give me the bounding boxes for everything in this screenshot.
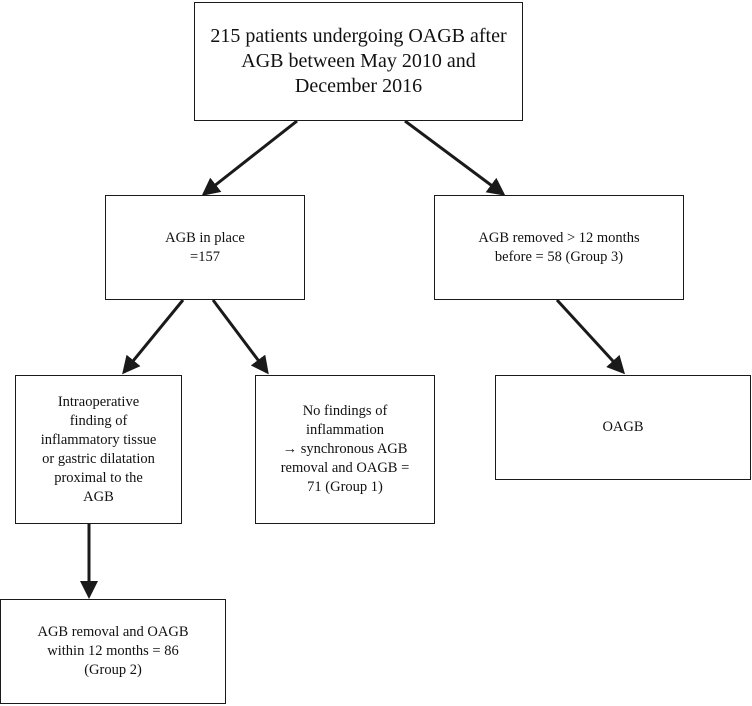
agb-in-place-text: AGB in place =157 <box>165 229 245 265</box>
oagb-box: OAGB <box>495 375 751 480</box>
agb-removed-box: AGB removed > 12 months before = 58 (Gro… <box>434 195 684 300</box>
no-inflammation-text: No findings of inflammation → synchronou… <box>280 403 410 495</box>
arrow-agb-in-place-to-no-inflammation <box>211 299 269 375</box>
arrow-root-to-agb-in-place <box>201 119 298 196</box>
oagb-text: OAGB <box>602 419 644 435</box>
root-box-text: 215 patients undergoing OAGB after AGB b… <box>210 25 507 97</box>
root-box: 215 patients undergoing OAGB after AGB b… <box>194 2 523 121</box>
arrow-root-to-agb-removed <box>404 119 506 196</box>
inflammatory-finding-box: Intraoperative finding of inflammatory t… <box>15 375 182 524</box>
group2-text: AGB removal and OAGB within 12 months = … <box>37 624 189 678</box>
arrow-agb-removed-to-oagb <box>555 298 626 375</box>
inflammatory-finding-text: Intraoperative finding of inflammatory t… <box>40 393 157 505</box>
group2-box: AGB removal and OAGB within 12 months = … <box>0 599 226 704</box>
arrow-agb-in-place-to-inflammatory <box>122 299 185 375</box>
no-inflammation-box: No findings of inflammation → synchronou… <box>255 375 435 524</box>
agb-removed-text: AGB removed > 12 months before = 58 (Gro… <box>478 229 640 265</box>
agb-in-place-box: AGB in place =157 <box>105 195 305 300</box>
